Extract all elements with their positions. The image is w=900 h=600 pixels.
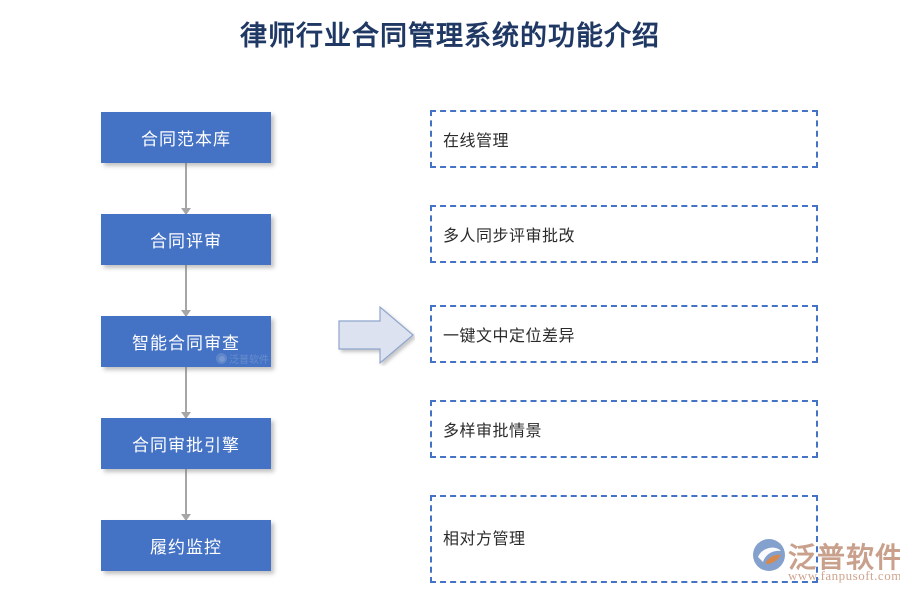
arrowhead-icon [181,412,191,419]
feature-box-2[interactable]: 多人同步评审批改 [430,205,818,263]
flow-node-1[interactable]: 合同范本库 [101,112,271,163]
feature-label: 相对方管理 [443,531,526,548]
flow-node-label: 合同审批引擎 [132,436,240,455]
flow-connector-4 [181,469,191,521]
flow-node-4[interactable]: 合同审批引擎 [101,418,271,469]
page-title: 律师行业合同管理系统的功能介绍 [240,21,660,51]
flow-node-label: 合同范本库 [141,130,231,149]
flow-node-3[interactable]: 智能合同审查泛普软件 [101,316,271,367]
flow-node-label: 履约监控 [150,538,222,557]
feature-label: 一键文中定位差异 [443,328,576,345]
feature-box-3[interactable]: 一键文中定位差异 [430,305,818,363]
flow-connector-3 [181,367,191,419]
fanpu-logo-icon [216,353,227,364]
flow-node-label: 合同评审 [150,232,222,251]
flow-connector-1 [181,163,191,215]
feature-label: 多人同步评审批改 [443,228,576,245]
feature-label: 多样审批情景 [443,423,543,440]
arrowhead-icon [181,208,191,215]
flow-node-2[interactable]: 合同评审 [101,214,271,265]
flow-node-5[interactable]: 履约监控 [101,520,271,571]
feature-label: 在线管理 [443,133,510,150]
arrowhead-icon [181,310,191,317]
feature-box-4[interactable]: 多样审批情景 [430,400,818,458]
arrowhead-icon [181,514,191,521]
flow-connector-2 [181,265,191,317]
feature-box-5[interactable]: 相对方管理 [430,495,818,583]
right-arrow-icon [337,304,415,366]
feature-box-1[interactable]: 在线管理 [430,110,818,168]
flow-node-label: 智能合同审查 [132,334,240,353]
